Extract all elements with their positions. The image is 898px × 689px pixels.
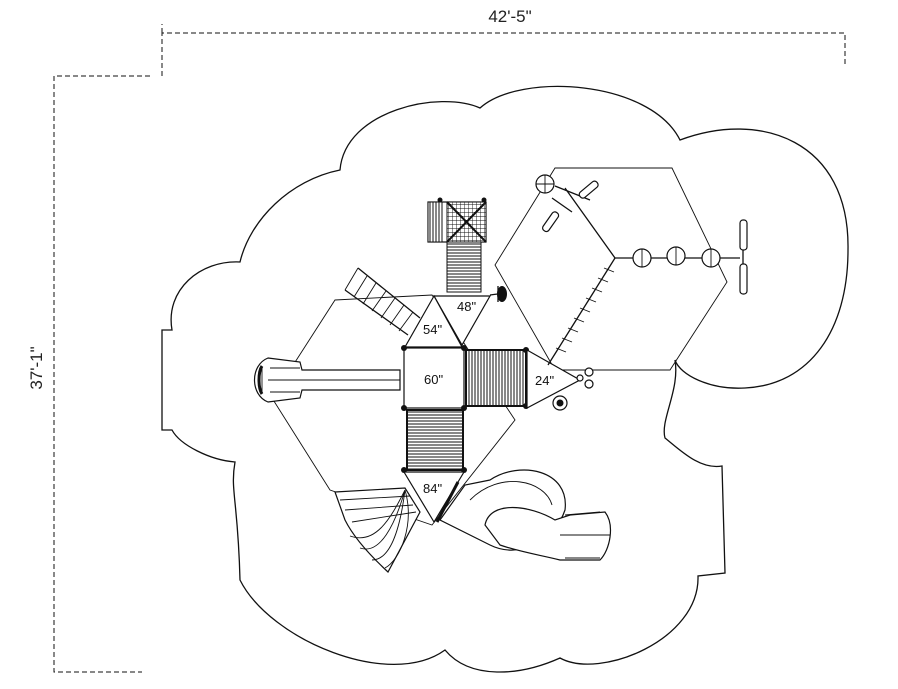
swing-zone	[494, 167, 728, 371]
slide-left	[254, 357, 401, 403]
bridge-down	[401, 409, 467, 473]
tube-slide	[435, 469, 612, 561]
ladder-upper-left	[344, 267, 421, 336]
deck-24-label: 24"	[535, 373, 554, 388]
roof-climber	[427, 197, 487, 293]
swing-set	[535, 174, 748, 366]
deck-60	[403, 347, 465, 409]
bridge-right	[465, 347, 529, 409]
deck-54	[403, 294, 464, 348]
safety-zone-outline	[161, 85, 849, 673]
depth-dimension-label: 37'-1"	[27, 346, 46, 389]
deck-48-label: 48"	[457, 299, 476, 314]
deck-60-label: 60"	[424, 372, 443, 387]
deck-54-label: 54"	[423, 322, 442, 337]
width-dimension-label: 42'-5"	[488, 7, 531, 26]
depth-dimension: 37'-1"	[27, 75, 150, 673]
deck-84-label: 84"	[423, 481, 442, 496]
fan-climber	[334, 487, 421, 573]
deck-24	[526, 348, 582, 409]
width-dimension: 42'-5"	[161, 7, 846, 76]
